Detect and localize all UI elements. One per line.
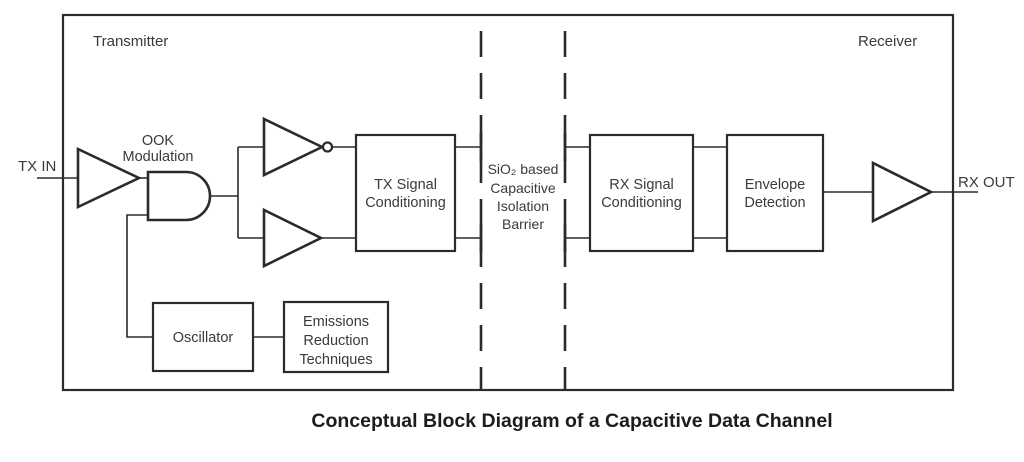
rx-out-label: RX OUT <box>958 174 1015 191</box>
barrier-label-line2: Capacitive <box>490 180 556 196</box>
emissions-label-line1: Emissions <box>303 314 369 330</box>
diagram-caption: Conceptual Block Diagram of a Capacitive… <box>311 410 832 432</box>
ook-modulation-label-line2: Modulation <box>123 149 194 165</box>
envelope-detection-label-line1: Envelope <box>745 177 805 193</box>
tx-in-label: TX IN <box>18 158 56 175</box>
rx-signal-conditioning-label-line1: RX Signal <box>609 177 673 193</box>
barrier-label-line3: Isolation <box>497 198 549 214</box>
and-gate-icon <box>146 170 212 222</box>
rx-signal-conditioning-label-line2: Conditioning <box>601 195 682 211</box>
emissions-label-line3: Techniques <box>299 352 372 368</box>
tx-signal-conditioning-label-line2: Conditioning <box>365 195 446 211</box>
barrier-label-line4: Barrier <box>502 216 544 232</box>
ook-modulation-label-line1: OOK <box>142 133 175 149</box>
inverter-icon <box>262 116 325 178</box>
envelope-detection-block <box>725 133 825 253</box>
rx-output-buffer-icon <box>871 160 934 224</box>
emissions-reduction-block <box>282 300 390 374</box>
barrier-label-line1: SiO₂ based <box>488 161 559 177</box>
diagram-border <box>61 13 955 392</box>
rx-signal-conditioning-block <box>588 133 695 253</box>
inverter-bubble-icon <box>321 141 334 153</box>
tx-signal-conditioning-label-line1: TX Signal <box>374 177 437 193</box>
driver-buffer-icon <box>262 207 324 269</box>
envelope-detection-label-line2: Detection <box>744 195 805 211</box>
transmitter-region-label: Transmitter <box>93 33 168 50</box>
oscillator-label: Oscillator <box>173 330 234 346</box>
oscillator-feed-wire <box>126 214 153 338</box>
emissions-label-line2: Reduction <box>303 333 368 349</box>
tx-signal-conditioning-block <box>354 133 457 253</box>
receiver-region-label: Receiver <box>858 33 917 50</box>
tx-input-buffer-icon <box>76 146 143 210</box>
